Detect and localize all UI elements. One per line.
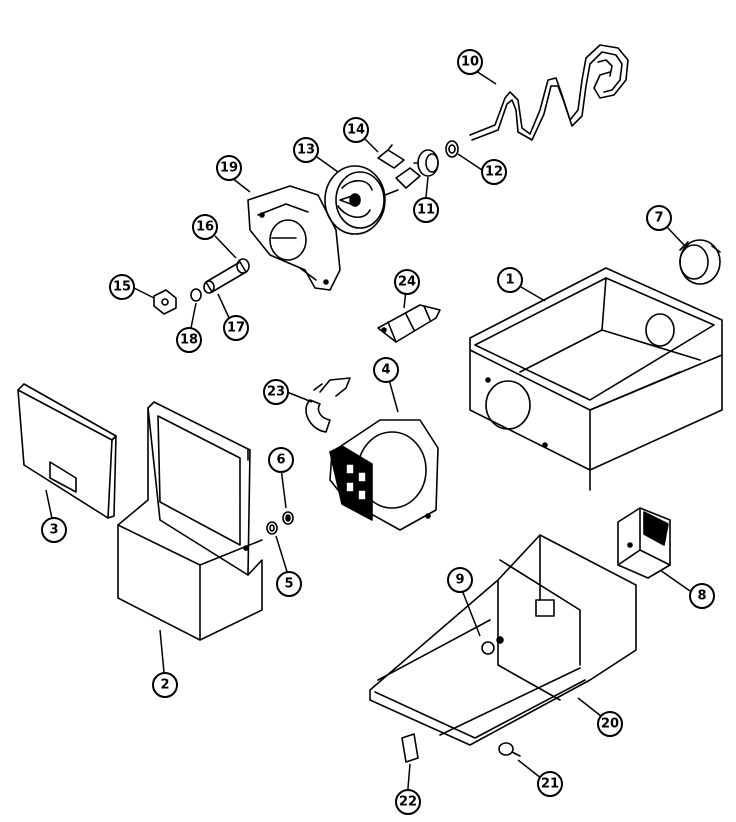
- retainer-ring-part: [445, 140, 459, 158]
- auger-wire-part: [469, 44, 629, 141]
- callout-20: 20: [597, 711, 623, 737]
- front-housing-part: [117, 401, 263, 641]
- bushing-part: [413, 149, 439, 177]
- callout-24: 24: [394, 269, 420, 295]
- svg-text:6: 6: [276, 453, 285, 468]
- callout-7: 7: [646, 205, 672, 231]
- callout-13: 13: [293, 137, 319, 163]
- svg-text:11: 11: [417, 203, 435, 218]
- block-part: [401, 733, 419, 763]
- callout-19: 19: [216, 155, 242, 181]
- svg-text:23: 23: [267, 385, 285, 400]
- svg-text:2: 2: [160, 678, 169, 693]
- svg-text:20: 20: [601, 717, 619, 732]
- svg-text:8: 8: [697, 589, 706, 604]
- svg-text:10: 10: [461, 55, 479, 70]
- svg-text:19: 19: [220, 161, 238, 176]
- svg-text:9: 9: [455, 573, 464, 588]
- callout-1: 1: [497, 267, 523, 293]
- svg-text:15: 15: [113, 280, 131, 295]
- callout-14: 14: [343, 117, 369, 143]
- svg-text:4: 4: [381, 363, 390, 378]
- callout-3: 3: [41, 517, 67, 543]
- svg-text:14: 14: [347, 123, 365, 138]
- callout-17: 17: [223, 315, 249, 341]
- svg-text:7: 7: [654, 211, 663, 226]
- bracket-part: [377, 304, 441, 343]
- leader-lines: [45, 70, 691, 801]
- svg-text:18: 18: [180, 333, 198, 348]
- callout-9: 9: [447, 567, 473, 593]
- svg-text:16: 16: [196, 220, 214, 235]
- ice-bin-part: [469, 267, 723, 491]
- svg-text:17: 17: [227, 321, 245, 336]
- callout-2: 2: [152, 672, 178, 698]
- callout-4: 4: [373, 357, 399, 383]
- screw-part: [498, 742, 521, 757]
- drive-motor-part: [329, 419, 439, 531]
- svg-text:24: 24: [398, 275, 416, 290]
- svg-text:12: 12: [485, 165, 503, 180]
- impeller-part: [324, 165, 399, 235]
- callout-23: 23: [263, 379, 289, 405]
- svg-text:21: 21: [541, 777, 559, 792]
- clip-part: [377, 144, 421, 189]
- svg-text:13: 13: [297, 143, 315, 158]
- callout-16: 16: [192, 214, 218, 240]
- callout-6: 6: [268, 447, 294, 473]
- washer-nut-part: [266, 511, 294, 535]
- callout-18: 18: [176, 327, 202, 353]
- bin-bearing-part: [679, 239, 721, 285]
- spring-clip-part: [305, 377, 351, 433]
- callout-21: 21: [537, 771, 563, 797]
- callout-22: 22: [395, 789, 421, 815]
- svg-text:3: 3: [49, 523, 58, 538]
- callout-5: 5: [276, 571, 302, 597]
- svg-text:22: 22: [399, 795, 417, 810]
- shaft-bushing-part: [153, 258, 250, 315]
- callout-11: 11: [413, 197, 439, 223]
- front-panel-part: [17, 383, 117, 519]
- svg-text:1: 1: [505, 273, 514, 288]
- tray-housing-part: [369, 534, 637, 746]
- callout-15: 15: [109, 274, 135, 300]
- housing-plate-part: [247, 185, 341, 291]
- callout-8: 8: [689, 583, 715, 609]
- solenoid-part: [617, 507, 671, 579]
- svg-text:5: 5: [284, 577, 293, 592]
- callout-12: 12: [481, 159, 507, 185]
- callout-10: 10: [457, 49, 483, 75]
